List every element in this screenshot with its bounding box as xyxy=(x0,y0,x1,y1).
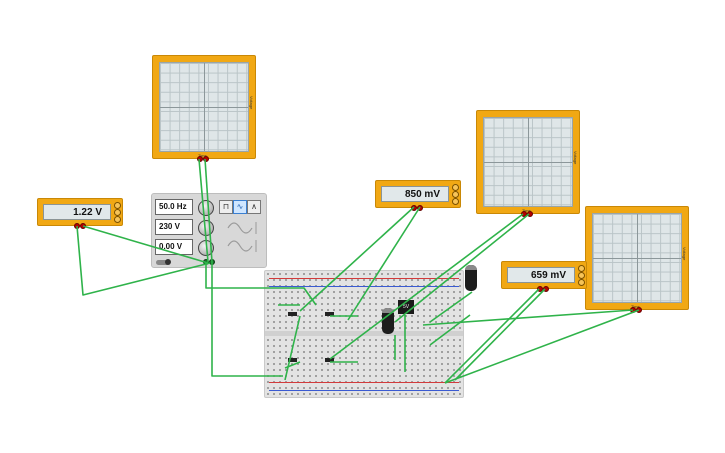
frequency-dial[interactable] xyxy=(198,200,214,216)
scope-time-label: Time xyxy=(522,208,531,213)
diode-3[interactable] xyxy=(288,358,297,362)
multimeter-mode-knob[interactable] xyxy=(114,202,121,209)
multimeter-display: 659 mV xyxy=(507,267,575,283)
oscilloscope-1[interactable]: Voltage Time xyxy=(152,55,256,159)
breadboard[interactable] xyxy=(264,270,464,398)
power-rail-red xyxy=(269,278,459,279)
scope-2-terminal-pos[interactable] xyxy=(527,211,533,217)
amplitude-field[interactable]: 230 V xyxy=(155,219,193,235)
multimeter-3[interactable]: 659 mV xyxy=(501,261,587,289)
multimeter-2[interactable]: 850 mV xyxy=(375,180,461,208)
diode-2[interactable] xyxy=(325,312,334,316)
scope-time-label: Time xyxy=(198,153,207,158)
scope-screen xyxy=(483,117,573,207)
capacitor-2[interactable] xyxy=(382,308,394,334)
power-rail-blue xyxy=(269,286,459,287)
frequency-field[interactable]: 50.0 Hz xyxy=(155,199,193,215)
power-rail-red xyxy=(269,382,459,383)
scope-screen xyxy=(159,62,249,152)
scope-voltage-label: Voltage xyxy=(573,151,578,165)
diode-4[interactable] xyxy=(325,358,334,362)
waveform-preview-icon xyxy=(227,222,257,252)
square-wave-icon[interactable]: ⊓ xyxy=(219,200,233,214)
scope-1-terminal-pos[interactable] xyxy=(203,156,209,162)
multimeter-mode-knob[interactable] xyxy=(578,279,585,286)
multimeter-3-terminal-pos[interactable] xyxy=(543,286,549,292)
multimeter-mode-knob[interactable] xyxy=(452,184,459,191)
multimeter-mode-knob[interactable] xyxy=(578,265,585,272)
sine-wave-icon[interactable]: ∿ xyxy=(233,200,247,214)
scope-time-label: Time xyxy=(631,304,640,309)
scope-voltage-label: Voltage xyxy=(682,247,687,261)
scope-voltage-label: Voltage xyxy=(249,96,254,110)
power-switch[interactable] xyxy=(156,260,170,265)
multimeter-mode-knob[interactable] xyxy=(114,216,121,223)
diode-1[interactable] xyxy=(288,312,297,316)
multimeter-display: 1.22 V xyxy=(43,204,111,220)
multimeter-3-terminal-neg[interactable] xyxy=(537,286,543,292)
scope-2-terminal-neg[interactable] xyxy=(521,211,527,217)
multimeter-display: 850 mV xyxy=(381,186,449,202)
multimeter-1[interactable]: 1.22 V xyxy=(37,198,123,226)
multimeter-mode-knob[interactable] xyxy=(452,191,459,198)
multimeter-mode-knob[interactable] xyxy=(452,198,459,205)
oscilloscope-2[interactable]: Voltage Time xyxy=(476,110,580,214)
capacitor-1[interactable] xyxy=(465,265,477,291)
oscilloscope-3[interactable]: Voltage Time xyxy=(585,206,689,310)
multimeter-mode-knob[interactable] xyxy=(578,272,585,279)
power-rail-blue xyxy=(269,390,459,391)
scope-screen xyxy=(592,213,682,303)
power-switch-knob xyxy=(165,259,171,265)
triangle-wave-icon[interactable]: ∧ xyxy=(247,200,261,214)
multimeter-mode-knob[interactable] xyxy=(114,209,121,216)
